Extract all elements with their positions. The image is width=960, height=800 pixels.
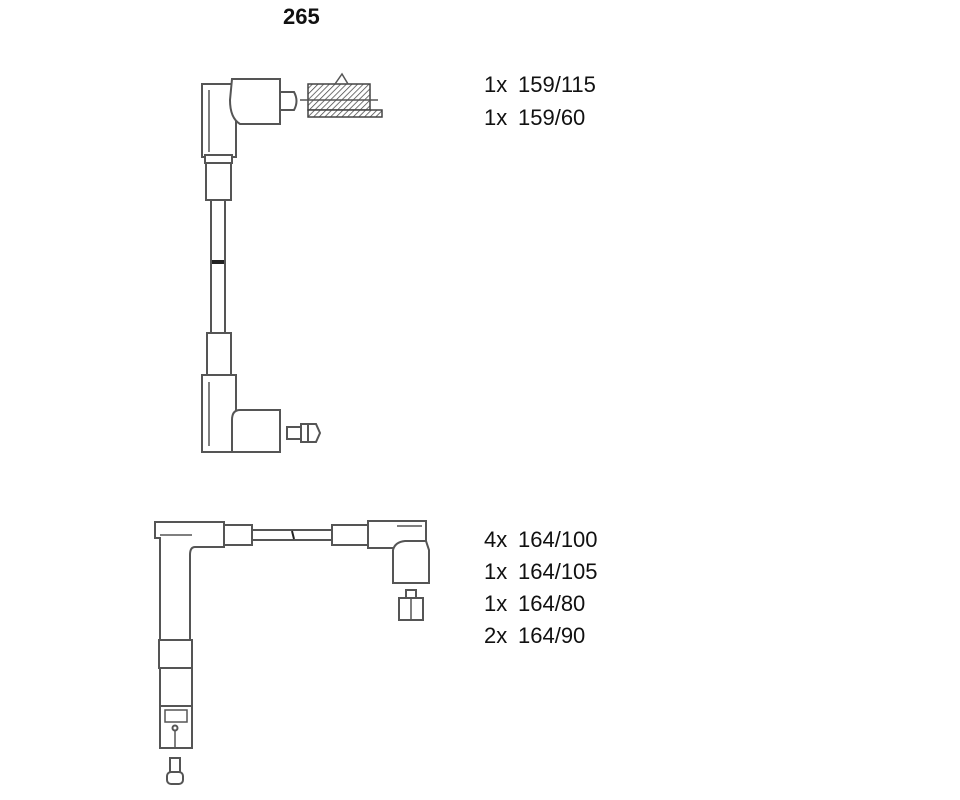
part-row: 1x 164/80	[484, 591, 585, 617]
boot-lower	[201, 374, 237, 453]
part-qty: 1x	[484, 559, 508, 584]
ferrule-right	[331, 524, 369, 546]
boot-cap-lower	[231, 409, 281, 453]
part-number: 164/100	[518, 527, 598, 552]
part-qty: 1x	[484, 72, 508, 97]
sleeve	[159, 667, 193, 707]
part-row: 1x 159/60	[484, 105, 585, 131]
ferrule-lower	[206, 332, 232, 376]
part-qty: 4x	[484, 527, 508, 552]
part-qty: 2x	[484, 623, 508, 648]
boot-cap-upper	[228, 78, 281, 125]
connector-section-icon	[307, 83, 371, 111]
part-number: 159/115	[518, 72, 596, 97]
spark-plug-terminal-icon	[398, 589, 424, 621]
ferrule-upper	[205, 162, 232, 201]
boot-cap-right	[392, 540, 430, 584]
boot-angled	[154, 521, 225, 641]
part-number: 164/80	[518, 591, 586, 616]
terminal-pin	[279, 91, 298, 111]
cable-lower	[154, 520, 430, 785]
spark-plug-terminal-icon	[286, 423, 322, 443]
ferrule-vertical	[158, 639, 193, 669]
part-number: 164/105	[518, 559, 598, 584]
part-row: 2x 164/90	[484, 623, 585, 649]
cable-upper	[201, 72, 383, 453]
ferrule-left	[223, 524, 253, 546]
part-number: 164/90	[518, 623, 586, 648]
part-row: 4x 164/100	[484, 527, 598, 553]
drawing-number: 265	[283, 4, 320, 29]
wire	[210, 199, 226, 336]
part-row: 1x 159/115	[484, 72, 596, 98]
part-number: 159/60	[518, 105, 586, 130]
spark-plug-terminal-icon	[166, 757, 184, 785]
part-qty: 1x	[484, 591, 508, 616]
part-row: 1x 164/105	[484, 559, 598, 585]
part-qty: 1x	[484, 105, 508, 130]
